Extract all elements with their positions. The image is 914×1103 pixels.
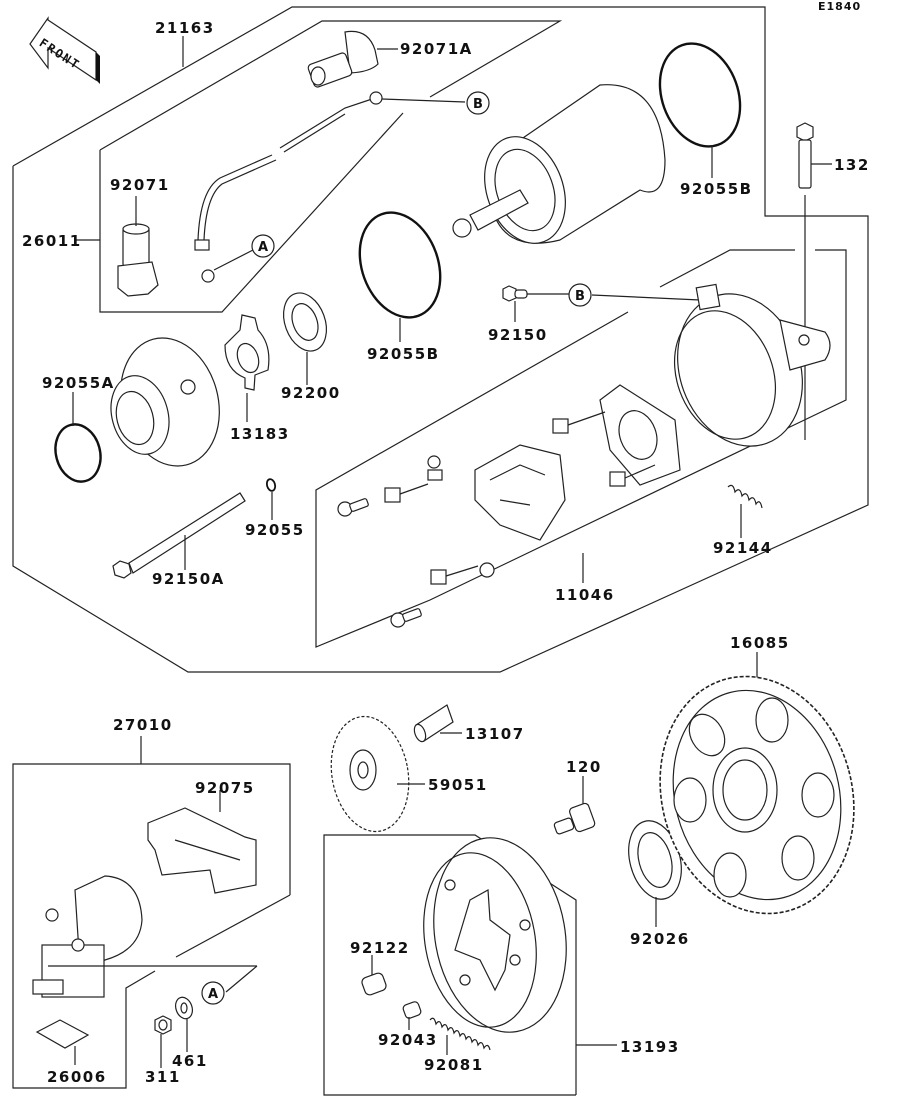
- front-arrow-icon: FRONT: [29, 16, 100, 84]
- part-label-92200: 92200: [281, 384, 341, 402]
- part-label-92150A: 92150A: [152, 570, 225, 588]
- plunger-92043: [402, 1001, 422, 1030]
- roller-92122: [361, 955, 387, 996]
- svg-text:A: A: [208, 987, 218, 1002]
- part-label-92043: 92043: [378, 1031, 438, 1049]
- terminal-boot-92071: [117, 196, 159, 297]
- svg-text:B: B: [473, 97, 483, 112]
- svg-text:B: B: [575, 289, 585, 304]
- oring-92055B-upper: [658, 42, 742, 178]
- callout-b-middle: B: [568, 283, 592, 307]
- starter-relay: [32, 875, 258, 998]
- part-label-26011: 26011: [22, 232, 82, 250]
- callout-a-top: A: [251, 234, 275, 258]
- nut-92150: [502, 285, 701, 322]
- part-label-92055: 92055: [245, 521, 305, 539]
- part-label-13107: 13107: [465, 725, 525, 743]
- idle-gear-59051: [330, 715, 425, 833]
- lock-plate-13183: [224, 314, 270, 422]
- part-label-92081: 92081: [424, 1056, 484, 1074]
- part-label-92150: 92150: [488, 326, 548, 344]
- starter-front-cover: [110, 337, 220, 467]
- group-21163-outline: [12, 6, 869, 673]
- part-label-92071: 92071: [110, 176, 170, 194]
- part-label-92071A: 92071A: [400, 40, 473, 58]
- part-label-461: 461: [172, 1052, 208, 1070]
- terminal-cap-92071A: [307, 30, 398, 88]
- part-label-27010: 27010: [113, 716, 173, 734]
- part-label-311: 311: [145, 1068, 181, 1086]
- part-label-26006: 26006: [47, 1068, 107, 1086]
- part-label-120: 120: [566, 758, 602, 776]
- part-label-11046: 11046: [555, 586, 615, 604]
- callout-b-top: B: [466, 91, 490, 115]
- spring-92081: [429, 1017, 491, 1055]
- part-label-92122: 92122: [350, 939, 410, 957]
- group-11046-outline: [315, 249, 847, 648]
- group-13193-outline: [323, 834, 617, 1096]
- one-way-clutch: [423, 837, 567, 1033]
- shaft-13107: [413, 704, 462, 743]
- oring-92055B-middle: [358, 211, 442, 342]
- part-label-92055A: 92055A: [42, 374, 115, 392]
- part-label-92026: 92026: [630, 930, 690, 948]
- diagram-code: E1840: [818, 0, 861, 13]
- starter-yoke: [452, 84, 666, 244]
- part-label-92075: 92075: [195, 779, 255, 797]
- brush-holder: [474, 444, 566, 541]
- washer-92200: [282, 292, 328, 385]
- svg-text:A: A: [258, 240, 268, 255]
- part-label-16085: 16085: [730, 634, 790, 652]
- fuse-26006: [35, 1019, 90, 1065]
- part-label-59051: 59051: [428, 776, 488, 794]
- part-label-132: 132: [834, 156, 870, 174]
- starter-rear-cover: [673, 283, 831, 447]
- part-label-13193: 13193: [620, 1038, 680, 1056]
- oring-92055A: [54, 392, 102, 483]
- group-27010-outline: [12, 736, 291, 1089]
- nut-311: [154, 1015, 172, 1068]
- brush-holder-plate: [552, 384, 681, 487]
- group-26011-outline: [75, 20, 563, 313]
- clutch-gear-16085: [659, 652, 855, 915]
- callout-a-bottom: A: [201, 981, 225, 1005]
- bolt-120: [553, 776, 596, 835]
- oring-92055: [265, 478, 277, 520]
- brush-screws-and-brushes: [337, 455, 495, 628]
- through-bolt-92150A: [112, 492, 246, 579]
- washer-461: [174, 996, 194, 1052]
- part-label-13183: 13183: [230, 425, 290, 443]
- starter-lead-cable: [194, 91, 466, 283]
- part-label-92144: 92144: [713, 539, 773, 557]
- spring-92144: [727, 484, 763, 538]
- part-label-92055B-upper: 92055B: [680, 180, 753, 198]
- part-label-92055B-middle: 92055B: [367, 345, 440, 363]
- part-label-21163: 21163: [155, 19, 215, 37]
- bolt-132: [796, 122, 832, 440]
- relay-cover-92075: [147, 790, 257, 894]
